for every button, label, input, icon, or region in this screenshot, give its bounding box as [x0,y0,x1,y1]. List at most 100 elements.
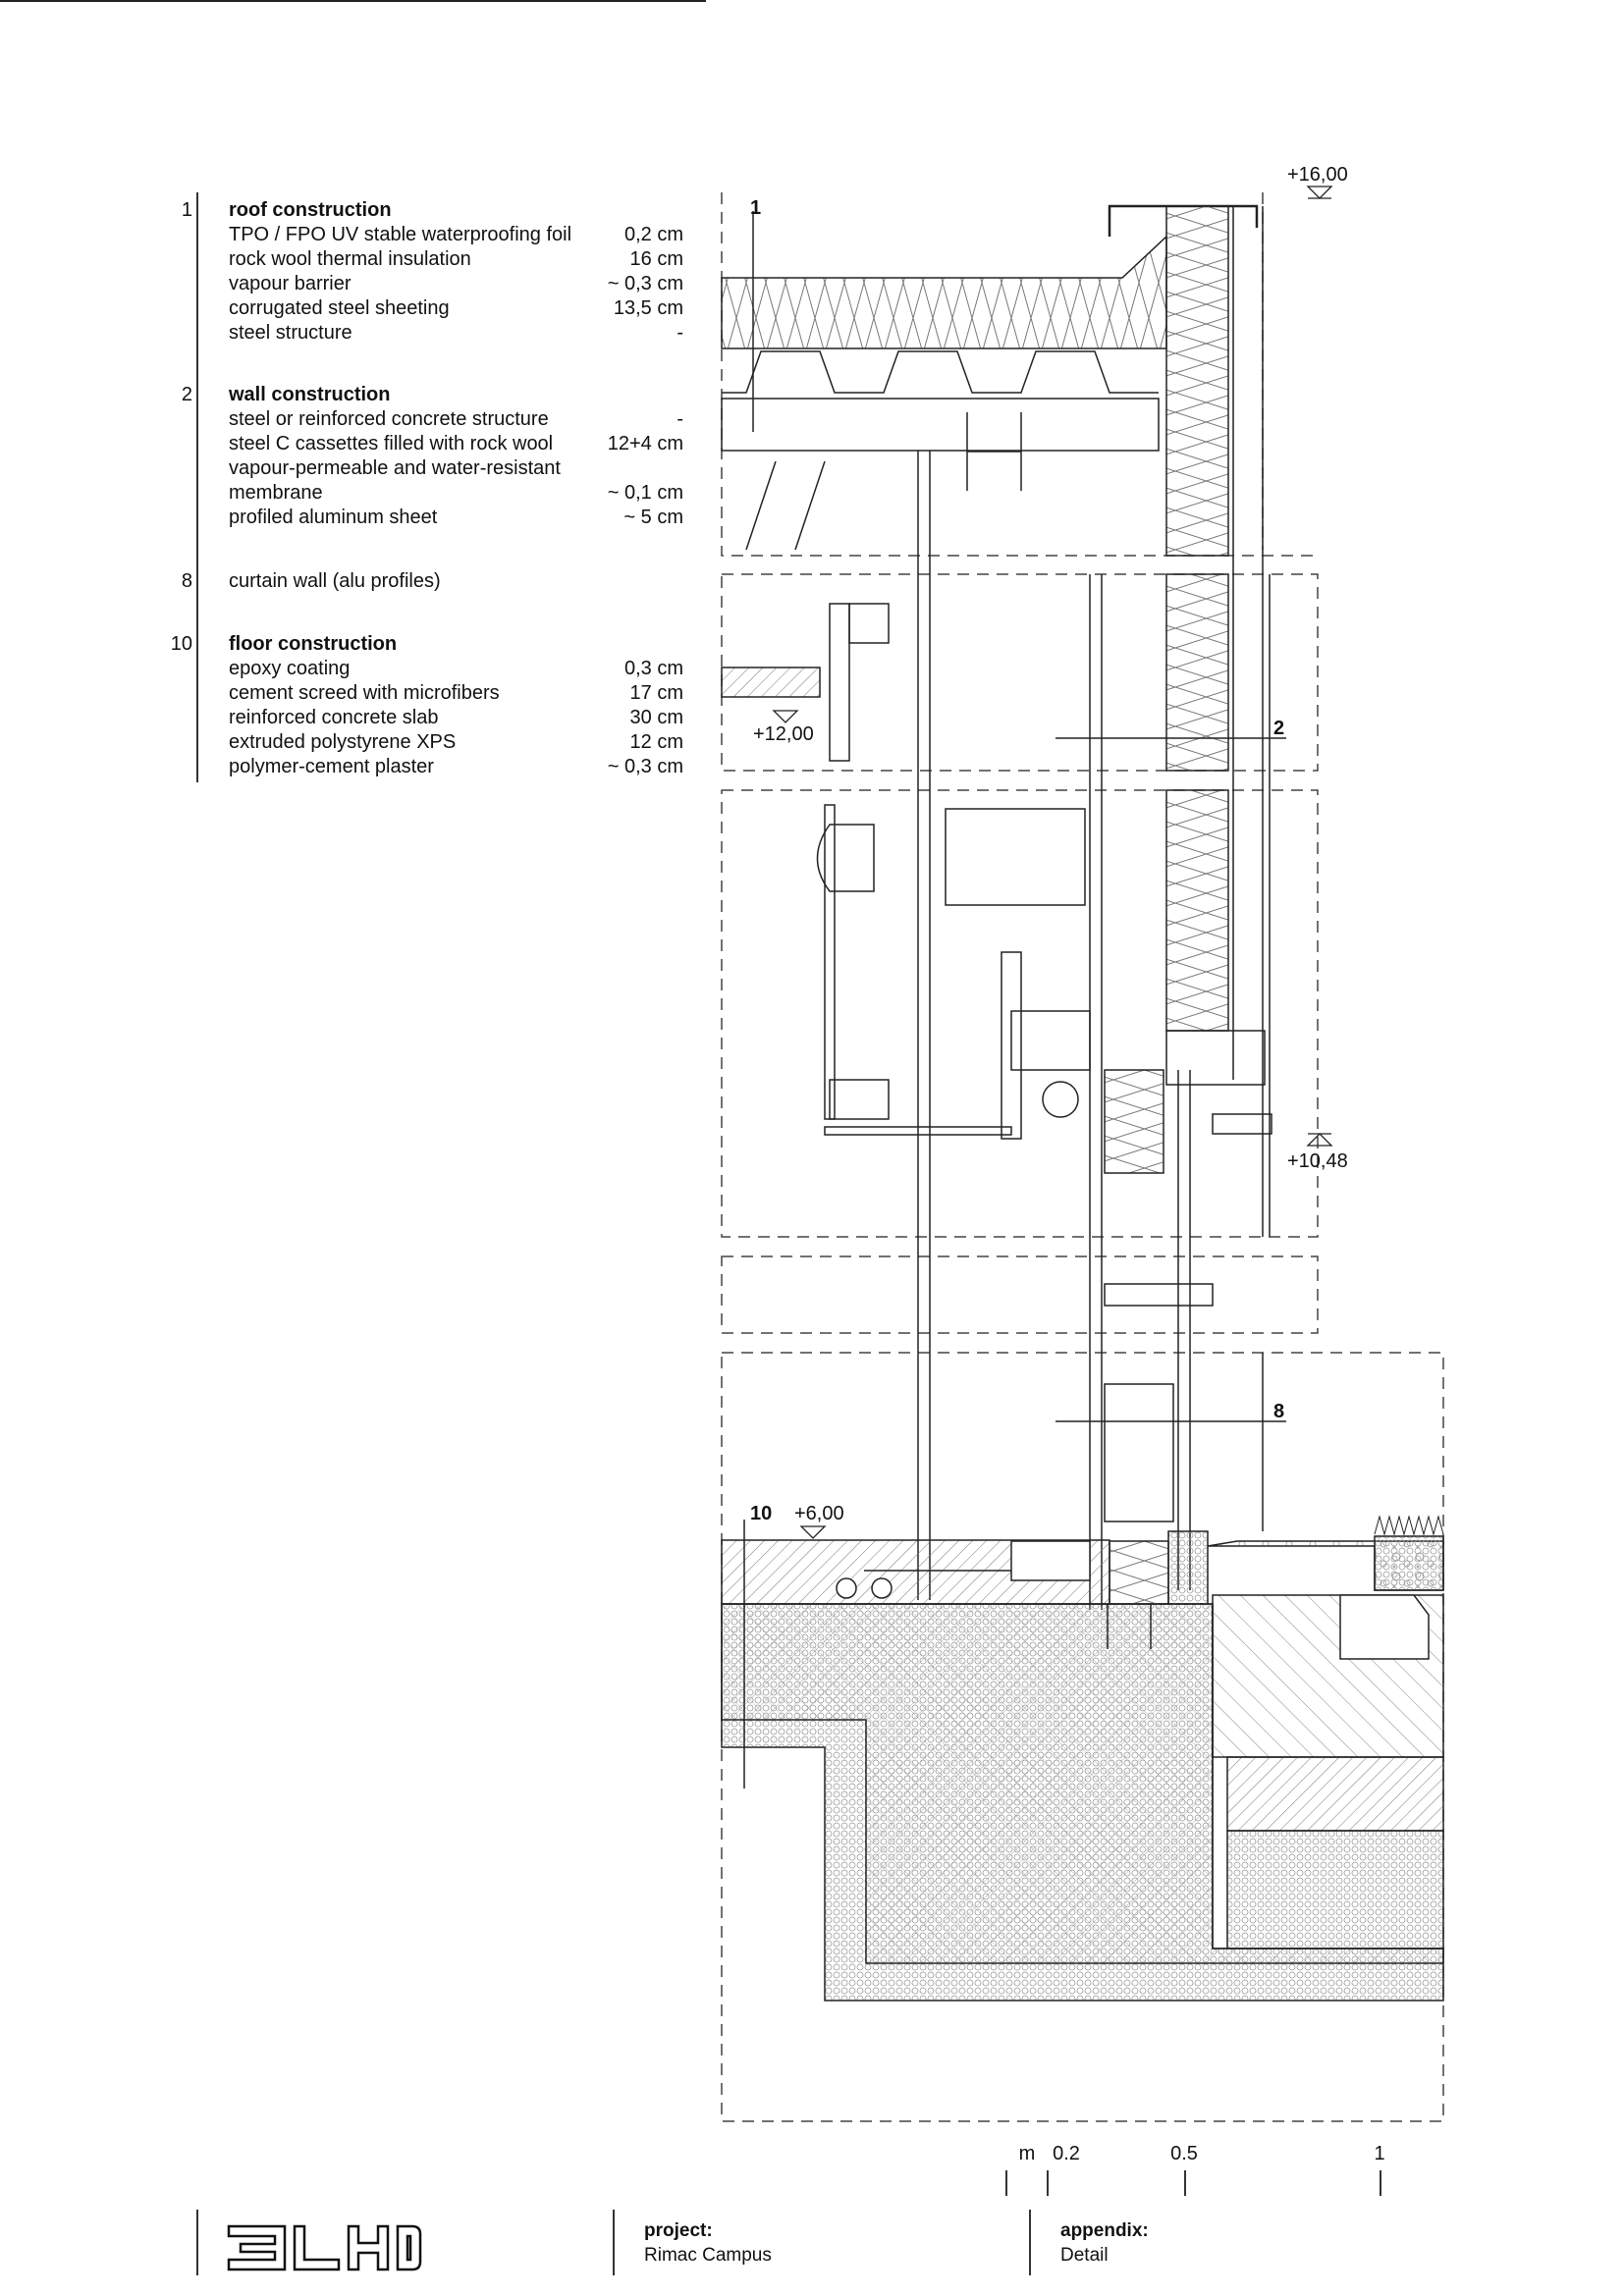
legend-row: epoxy coating 0,3 cm [229,657,683,681]
layer-thickness: 12+4 cm [607,433,683,454]
callout-number: 2 [1273,718,1284,739]
level-markers [772,186,1333,1539]
layer-name: vapour-permeable and water-resistant [229,457,561,479]
gravel-fill [1226,1830,1444,1949]
layer-name: corrugated steel sheeting [229,297,450,319]
legend-row: vapour-permeable and water-resistant [229,456,683,481]
level-marker-icon [799,1525,827,1539]
legend-row: extruded polystyrene XPS 12 cm [229,730,683,755]
legend-row: curtain wall (alu profiles) [229,569,683,594]
pipe [1042,1081,1079,1118]
curtain-wall [917,451,1264,1610]
level-marker-icon [1306,1133,1333,1147]
scale-tick [1184,2170,1186,2196]
floor-construction [721,1515,1444,2002]
scale-tick-label: 1 [1374,2143,1385,2164]
level-label: +10,48 [1287,1150,1348,1172]
legend-row: corrugated steel sheeting 13,5 cm [229,296,683,321]
layer-name: polymer-cement plaster [229,756,434,777]
scale-tick-label: 0.2 [1053,2143,1080,2164]
footer-divider [613,2210,615,2275]
layer-name: steel C cassettes filled with rock wool [229,433,554,454]
curb [1339,1594,1430,1660]
legend-row: vapour barrier ~ 0,3 cm [229,272,683,296]
layer-thickness: 12 cm [629,731,683,753]
roof-insulation [721,235,1167,349]
layer-thickness: ~ 0,3 cm [607,756,683,777]
layer-name: epoxy coating [229,658,351,679]
layer-thickness: 13,5 cm [613,297,683,319]
corrugated-sheeting [722,350,1159,394]
project-name: Rimac Campus [644,2245,772,2266]
callout-number: 10 [750,1503,772,1524]
level-label: +12,00 [753,723,814,745]
section-title: roof construction [229,199,392,221]
layer-thickness: - [677,408,683,430]
soil-layer [1226,1756,1444,1832]
wall-insulation [1165,205,1229,557]
section-title: wall construction [229,384,391,405]
level-marker-icon [1306,186,1333,199]
section-number: 8 [181,570,192,592]
legend-row: steel or reinforced concrete structure - [229,407,683,432]
frame-wall-lower [721,1255,1319,1334]
layer-name: vapour barrier [229,273,352,294]
roof-beam [721,398,1160,452]
appendix-name: Detail [1060,2245,1109,2266]
section-number: 10 [170,633,192,655]
legend-row: membrane ~ 0,1 cm [229,481,683,506]
scale-unit: m [1018,2143,1036,2164]
footer-divider [196,2210,198,2275]
layer-name: steel or reinforced concrete structure [229,408,549,430]
footer-divider [1029,2210,1031,2275]
legend-row: steel structure - [229,321,683,346]
scale-tick [1047,2170,1049,2196]
frame-wall-upper [721,573,1319,772]
layer-name: cement screed with microfibers [229,682,500,704]
top-rule [0,0,706,2]
legend-row: TPO / FPO UV stable waterproofing foil 0,… [229,223,683,247]
section-number: 1 [181,199,192,221]
layer-name: steel structure [229,322,352,344]
company-logo [227,2224,422,2271]
callout-number: 1 [750,197,761,219]
wall-insulation [1165,789,1229,1032]
legend-row: polymer-cement plaster ~ 0,3 cm [229,755,683,779]
upper-floor-detail [721,603,1286,1422]
layer-name: extruded polystyrene XPS [229,731,457,753]
layer-name: reinforced concrete slab [229,707,439,728]
frame-wall-middle [721,789,1319,1238]
steel-column-section [966,412,1022,491]
wall-construction [1165,205,1271,1237]
layer-thickness: ~ 5 cm [623,507,683,528]
project-label: project: [644,2220,713,2241]
scale-tick [1005,2170,1007,2196]
level-label: +6,00 [794,1503,844,1524]
layer-thickness: 0,3 cm [623,658,683,679]
layer-thickness: 16 cm [629,248,683,270]
layer-thickness: 0,2 cm [623,224,683,245]
grass [1374,1515,1444,1536]
wall-insulation [1165,573,1229,772]
layer-thickness: 17 cm [629,682,683,704]
legend-row: profiled aluminum sheet~ 5 cm [229,506,683,530]
appendix-label: appendix: [1060,2220,1149,2241]
section-title: curtain wall (alu profiles) [229,570,441,592]
layer-thickness: ~ 0,3 cm [607,273,683,294]
legend-row: cement screed with microfibers 17 cm [229,681,683,706]
air-duct [945,808,1086,906]
scale-tick-label: 0.5 [1170,2143,1198,2164]
level-marker-icon [772,710,799,723]
bracing [745,460,826,551]
layer-thickness: ~ 0,1 cm [607,482,683,504]
legend-divider [196,192,198,782]
legend-row: rock wool thermal insulation 16 cm [229,247,683,272]
duct-nozzle [816,824,875,892]
layer-name: membrane [229,482,323,504]
layer-name: rock wool thermal insulation [229,248,471,270]
layer-thickness: - [677,322,683,344]
section-title: floor construction [229,633,398,655]
layer-name: TPO / FPO UV stable waterproofing foil [229,224,572,245]
